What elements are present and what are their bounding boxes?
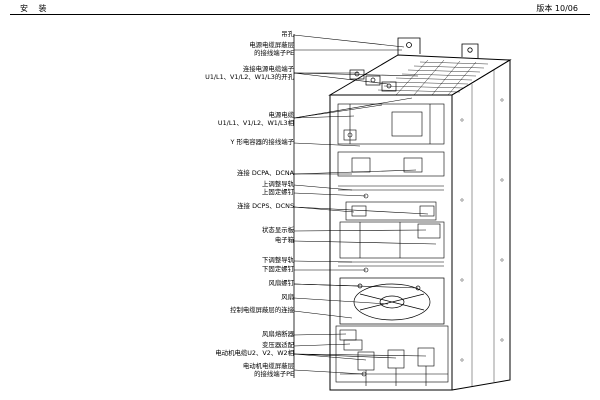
label-status-board: 状态显示板 [262, 226, 294, 234]
label-control-shield: 控制电缆屏蔽层的连接 [230, 306, 294, 314]
dcpa-terminal [351, 157, 371, 173]
electronics-area [338, 221, 445, 273]
header-rule [10, 14, 590, 15]
label-pe-power-1: 电源电缆屏蔽层 [249, 41, 294, 49]
status-board [417, 223, 441, 239]
label-power-cable-2: U1/L1、V1/L2、W1/L3相 [217, 119, 294, 127]
label-y-capacitor: Y 形电容器的接线端子 [230, 138, 294, 146]
top-grille [377, 59, 489, 96]
label-fan: 风扇 [281, 293, 294, 301]
cabinet-body [328, 54, 512, 391]
lifting-brackets [397, 37, 479, 58]
label-electronics-box: 电子箱 [274, 236, 294, 244]
header-version: 版本 10/06 [536, 4, 578, 13]
leader-motor-v [293, 353, 397, 359]
dcna-terminal [403, 157, 423, 173]
fan-screw-right [415, 285, 421, 291]
leader-fan-screw-b [293, 283, 419, 289]
lifting-bracket-right [461, 43, 479, 58]
label-fan-screw: 风扇螺钉 [268, 279, 294, 287]
leader-control-shield [293, 310, 353, 319]
leader-fan-fuse [293, 333, 347, 336]
leader-dcps [293, 206, 355, 213]
label-pe-motor-2: 的接线端子PE [254, 370, 294, 378]
side-panel-detail [460, 70, 504, 386]
leader-cable-a [293, 115, 355, 119]
dcps-terminal [351, 205, 367, 217]
fan-hub [379, 295, 405, 309]
fan-fuse-block [339, 329, 357, 341]
leader-transformer [293, 343, 351, 347]
fan-housing [339, 277, 445, 325]
label-upper-rail: 上调整导轨 [262, 180, 294, 188]
terminal-u1 [349, 69, 365, 80]
bottom-section [335, 325, 449, 386]
motor-terminal-v2 [387, 349, 405, 369]
top-panel [328, 54, 512, 96]
label-lower-screw: 下固定螺钉 [262, 265, 294, 273]
pe-screw [361, 371, 367, 377]
leader-y-capacitor [293, 142, 361, 147]
front-face [329, 94, 453, 391]
label-pe-power-2: 的接线端子PE [254, 49, 294, 57]
label-lifting-eye: 吊孔 [281, 30, 294, 38]
label-transformer: 变压器适配 [262, 341, 294, 349]
fan-impeller [353, 283, 431, 321]
label-fan-fuse: 风扇熔断器 [262, 330, 294, 338]
electronics-box [339, 221, 445, 259]
dc-busbar-area [337, 151, 445, 221]
dcns-terminal [419, 205, 435, 217]
leader-pe-motor [293, 369, 365, 375]
label-dcps-dcns: 连接 DCPS、DCNS [237, 202, 294, 210]
label-lower-rail: 下调整导轨 [262, 256, 294, 264]
dc-frame-b [345, 201, 437, 221]
label-motor-cable: 电动机电缆U2、V2、W2相 [215, 349, 294, 357]
motor-terminal-w2 [417, 347, 435, 367]
leader-lines [293, 34, 437, 375]
capacitor-block [391, 111, 423, 137]
leader-terminal-c [293, 72, 419, 77]
leader-dcns [293, 206, 429, 215]
motor-terminal-u2 [357, 351, 375, 371]
upper-screw [363, 193, 369, 199]
header-section: 安 装 [20, 4, 51, 13]
dc-frame-a [337, 151, 445, 177]
fan-assembly [339, 277, 445, 325]
terminal-w1 [381, 81, 397, 92]
bottom-frame [335, 325, 449, 383]
leader-electronics-box [293, 240, 437, 245]
upper-frame [337, 103, 445, 145]
label-pe-motor-1: 电动机电缆屏蔽层 [242, 362, 294, 370]
leader-upper-rail [293, 184, 353, 191]
lifting-hole-left [406, 42, 412, 48]
label-power-cable-1: 电源电缆 [268, 111, 294, 119]
y-capacitor-terminal [343, 129, 357, 141]
label-dcpa-dcna: 连接 DCPA、DCNA [237, 169, 294, 177]
transformer-block [343, 339, 363, 351]
terminal-v1 [365, 75, 381, 86]
side-panel [451, 59, 511, 391]
lifting-hole-right [467, 47, 473, 53]
label-power-terminals-2: U1/L1、V1/L2、W1/L3的开孔 [205, 73, 294, 81]
power-terminals [349, 69, 397, 92]
lifting-bracket-left [397, 37, 421, 55]
leader-fan [293, 297, 389, 305]
leader-cable-c [293, 97, 413, 119]
upper-section [337, 103, 445, 145]
label-upper-screw: 上固定螺钉 [262, 188, 294, 196]
fan-screw-left [357, 283, 363, 289]
lower-screw [363, 267, 369, 273]
label-power-terminals-1: 连接电源电缆端子 [242, 65, 294, 73]
leader-lifting-eye [293, 34, 405, 48]
